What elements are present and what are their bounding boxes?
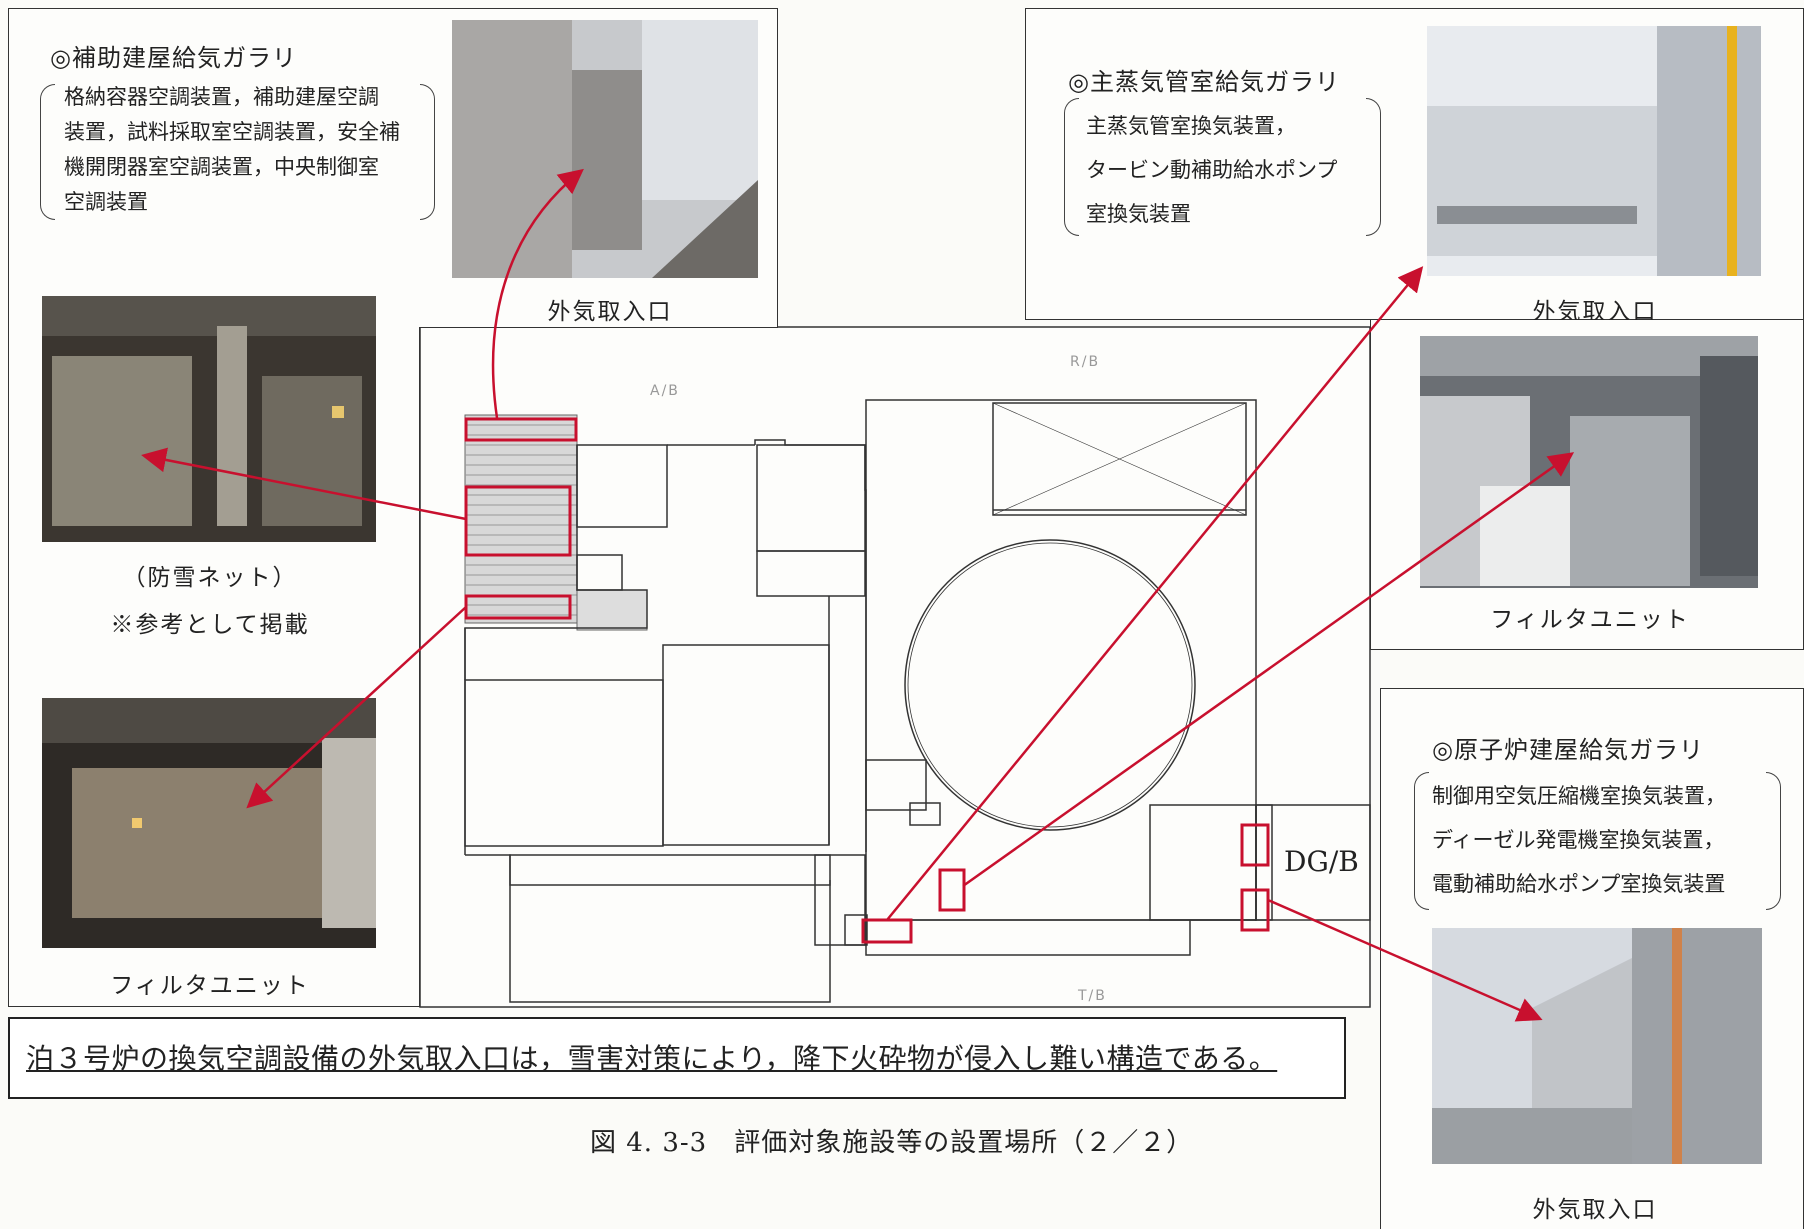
reactor-equipment-list: 制御用空気圧縮機室換気装置， ディーゼル発電機室換気装置， 電動補助給水ポンプ室… <box>1432 774 1726 906</box>
ab-label: A/B <box>650 383 680 399</box>
steam-filter-photo <box>1420 336 1758 588</box>
tb-label: T/B <box>1077 988 1107 1004</box>
reactor-intake-caption: 外気取入口 <box>1532 1197 1658 1223</box>
dgb-label: DG/B <box>1284 845 1359 878</box>
reactor-intake-photo <box>1432 928 1762 1164</box>
steam-line: タービン動補助給水ポンプ <box>1086 158 1338 182</box>
aux-filter-photo <box>42 698 376 948</box>
louver-area <box>464 414 648 631</box>
steam-intake-photo <box>1427 26 1761 276</box>
reactor-line: ディーゼル発電機室換気装置， <box>1432 828 1725 852</box>
steam-filter-caption: フィルタユニット <box>1490 607 1690 633</box>
reactor-line: 電動補助給水ポンプ室換気装置 <box>1432 872 1726 896</box>
steam-bracket-left <box>1064 98 1079 236</box>
steam-line: 室換気装置 <box>1086 202 1191 226</box>
snow-net-photo <box>42 296 376 542</box>
conclusion-statement: 泊３号炉の換気空調設備の外気取入口は，雪害対策により，降下火砕物が侵入し難い構造… <box>26 1042 1278 1075</box>
aux-line: 空調装置 <box>64 190 148 214</box>
aux-bracket-left <box>40 84 55 220</box>
aux-line: 装置，試料採取室空調装置，安全補 <box>64 120 400 144</box>
aux-intake-caption: 外気取入口 <box>547 299 673 325</box>
aux-filter-caption: フィルタユニット <box>110 973 310 999</box>
reactor-bracket-left <box>1414 772 1429 910</box>
snow-net-caption: （防雪ネット） <box>122 565 298 591</box>
reactor-line: 制御用空気圧縮機室換気装置， <box>1432 784 1726 808</box>
steam-line: 主蒸気管室換気装置， <box>1086 114 1296 138</box>
aux-line: 機開閉器室空調装置，中央制御室 <box>64 155 379 179</box>
steam-equipment-list: 主蒸気管室換気装置， タービン動補助給水ポンプ 室換気装置 <box>1086 104 1337 236</box>
aux-equipment-list: 格納容器空調装置，補助建屋空調 装置，試料採取室空調装置，安全補 機開閉器室空調… <box>64 80 424 220</box>
aux-line: 格納容器空調装置，補助建屋空調 <box>64 85 379 109</box>
reactor-bracket-right <box>1766 772 1781 910</box>
steam-bracket-right <box>1366 98 1381 236</box>
rb-label: R/B <box>1070 354 1100 370</box>
reference-note: ※参考として掲載 <box>110 612 310 638</box>
conclusion-statement-box: 泊３号炉の換気空調設備の外気取入口は，雪害対策により，降下火砕物が侵入し難い構造… <box>8 1017 1346 1099</box>
figure-caption: 図 4. 3-3 評価対象施設等の設置場所（２／２） <box>590 1128 1194 1158</box>
steam-gallery-title: ◎主蒸気管室給気ガラリ <box>1068 68 1340 96</box>
aux-intake-photo <box>452 20 758 278</box>
aux-gallery-title: ◎補助建屋給気ガラリ <box>50 44 297 72</box>
reactor-gallery-title: ◎原子炉建屋給気ガラリ <box>1432 736 1704 764</box>
